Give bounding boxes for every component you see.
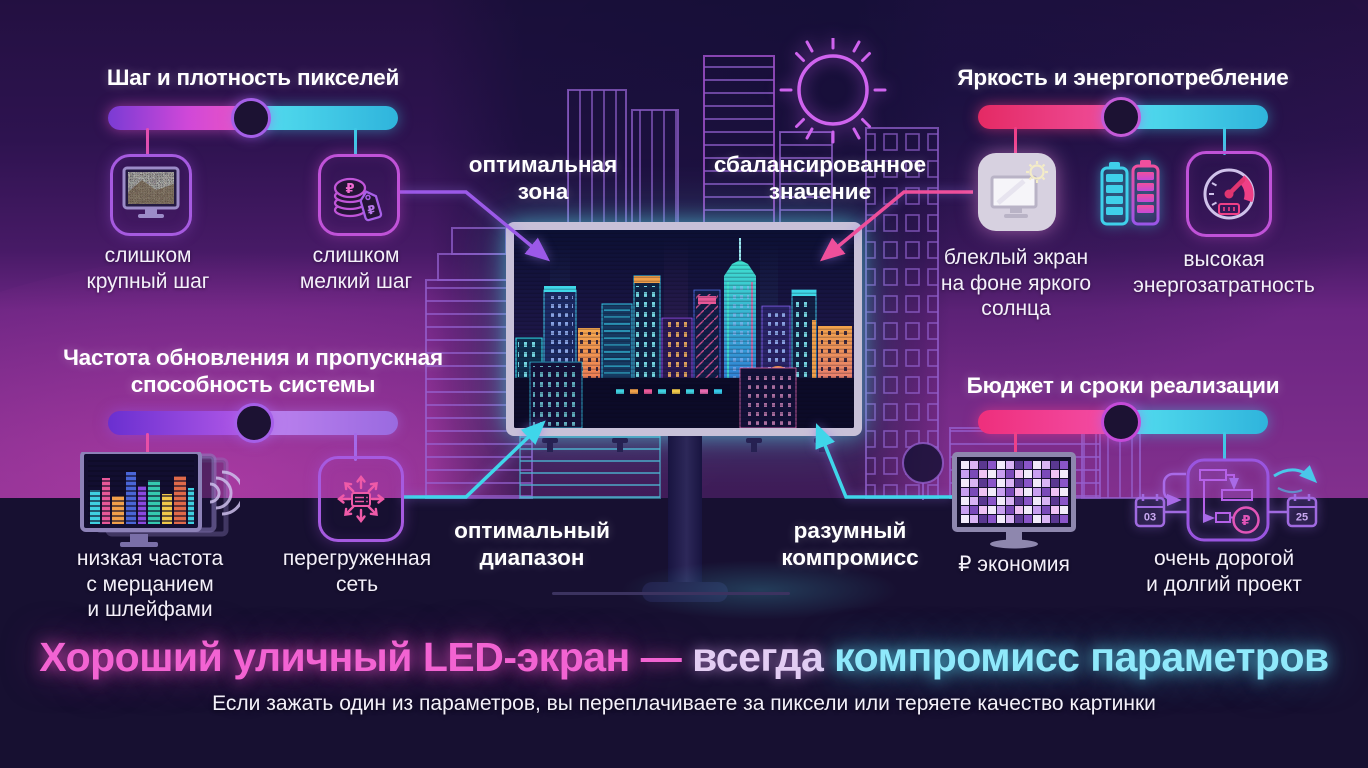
icon-box-fine-pitch: ₽ ₽ — [318, 154, 400, 236]
label-fine-pitch: слишком мелкий шаг — [299, 244, 413, 293]
arrow-optimal-range — [402, 420, 546, 499]
annotation-optimal-range: оптимальный диапазон — [454, 518, 610, 570]
billboard-lamp — [542, 438, 558, 452]
flicker-monitor-figure — [80, 450, 245, 552]
arrow-balanced-value — [819, 190, 973, 262]
calendar-start-date: 03 — [1144, 512, 1156, 524]
slider-connector — [1014, 432, 1017, 460]
billboard-ground-glow — [620, 560, 900, 620]
slider-brightness — [978, 97, 1268, 155]
headline-part-cyan: компромисс параметров — [834, 634, 1329, 680]
calendar-end-icon: 25 — [1286, 494, 1318, 528]
calendar-start-icon: 03 — [1134, 494, 1166, 528]
label-high-power: высокая энергозатратность — [1133, 248, 1315, 297]
overloaded-network-icon — [337, 475, 385, 523]
coins-price-icon: ₽ ₽ — [333, 177, 383, 222]
ruble-in-flowchart: ₽ — [1241, 513, 1250, 528]
label-coarse-pitch: слишком крупный шаг — [86, 244, 210, 293]
city-skyline-image — [514, 230, 854, 428]
icon-box-network — [318, 456, 404, 542]
icon-box-washed-screen — [978, 153, 1056, 231]
label-economy: ₽ экономия — [958, 553, 1070, 576]
noisy-screen-icon — [122, 166, 180, 218]
arrow-optimal-zone — [400, 190, 551, 262]
slider-knob — [234, 403, 274, 443]
annotation-reasonable-compromise: разумный компромисс — [781, 518, 919, 570]
slider-track-right — [1118, 410, 1268, 434]
main-headline: Хороший уличный LED-экран — всегда компр… — [0, 634, 1368, 681]
sun-icon — [779, 38, 887, 144]
loop-arrow-icon — [1162, 472, 1186, 507]
slider-connector — [1014, 127, 1017, 155]
flowchart-box — [1186, 458, 1270, 542]
subtitle: Если зажать один из параметров, вы переп… — [212, 692, 1156, 715]
section-title-pixel-pitch: Шаг и плотность пикселей — [106, 65, 400, 90]
slider-budget — [978, 402, 1268, 460]
label-expensive-project: очень дорогой и долгий проект — [1146, 547, 1302, 596]
slider-connector — [354, 433, 357, 461]
project-flowchart-figure: 03 ₽ 25 — [1134, 458, 1318, 542]
slider-track-right — [1118, 105, 1268, 129]
pixel-mosaic-monitor-figure — [952, 452, 1076, 552]
slider-pixel-pitch — [108, 98, 398, 156]
slider-connector — [354, 128, 357, 156]
slider-track-left — [108, 106, 254, 130]
washed-screen-sun-icon — [990, 161, 1048, 218]
slider-connector — [1223, 432, 1226, 460]
slider-connector — [146, 433, 149, 461]
icon-box-gauge — [1186, 151, 1272, 237]
slider-knob — [231, 98, 271, 138]
ruble-on-tag: ₽ — [366, 202, 378, 218]
headline-part-pink: Хороший уличный LED-экран — — [39, 634, 682, 680]
icon-box-coarse-pitch — [110, 154, 192, 236]
ground-line — [552, 592, 790, 595]
duration-arrow-tail — [1277, 487, 1303, 494]
ruble-on-coin: ₽ — [345, 181, 354, 196]
annotation-balanced-value: сбалансированное значение — [713, 152, 927, 204]
label-washed-screen: блеклый экран на фоне яркого солнца — [940, 246, 1092, 321]
pixel-mosaic-screen-icon — [952, 452, 1076, 549]
slider-track-left — [978, 105, 1124, 129]
label-low-refresh: низкая частота с мерцанием и шлейфами — [76, 547, 224, 622]
section-title-budget: Бюджет и сроки реализации — [966, 373, 1280, 398]
flicker-screen-icon — [80, 450, 245, 547]
billboard-screen — [514, 230, 854, 428]
headline-part-mid: всегда — [692, 634, 824, 680]
slider-connector — [146, 128, 149, 156]
slider-knob — [1101, 97, 1141, 137]
billboard-pole — [668, 436, 702, 586]
section-title-refresh: Частота обновления и пропускная способно… — [63, 345, 443, 397]
billboard-lamp — [746, 438, 762, 452]
long-duration-arrow-icon — [1273, 465, 1318, 484]
section-title-brightness: Яркость и энергопотребление — [957, 65, 1289, 90]
calendar-end-date: 25 — [1296, 512, 1308, 524]
label-overloaded-network: перегруженная сеть — [282, 547, 432, 596]
arrow-reasonable-compromise — [815, 423, 952, 499]
power-gauge-icon — [1203, 168, 1255, 220]
annotation-optimal-zone: оптимальная зона — [468, 152, 618, 204]
led-billboard — [506, 222, 864, 602]
billboard-frame — [506, 222, 862, 436]
billboard-lamp — [612, 438, 628, 452]
flowchart-diagram — [1199, 469, 1253, 523]
slider-knob — [1101, 402, 1141, 442]
slider-track-right — [248, 106, 398, 130]
battery-pair-icon — [1100, 160, 1160, 226]
slider-connector — [1223, 127, 1226, 155]
slider-track-left — [108, 411, 254, 435]
slider-track-left — [978, 410, 1124, 434]
slider-refresh — [108, 403, 398, 461]
